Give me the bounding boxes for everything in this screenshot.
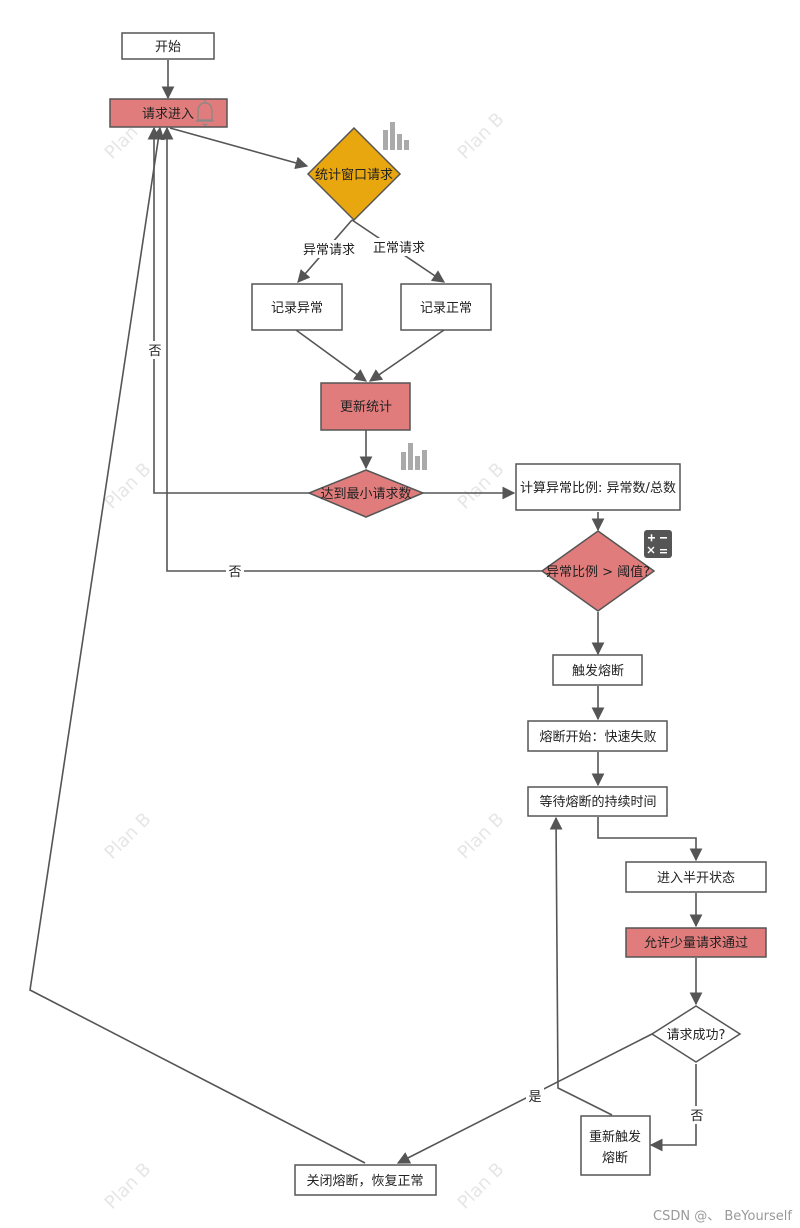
node-retrigger: 重新触发 熔断	[580, 1115, 651, 1176]
node-calc-ratio: 计算异常比例: 异常数/总数	[515, 463, 681, 511]
edge-success-no	[649, 1064, 697, 1152]
node-close-break: 关闭熔断，恢复正常	[294, 1164, 437, 1196]
edge-error-to-update	[295, 329, 368, 382]
edge-label-no: 否	[690, 1109, 703, 1124]
edge-label-no: 否	[148, 344, 161, 359]
edge-labels: 异常请求 正常请求 否 否 否 是	[147, 238, 706, 1124]
node-request-success: 请求成功?	[650, 1005, 742, 1063]
node-break-start-label: 熔断开始：快速失败	[539, 730, 656, 745]
node-min-requests-label: 达到最小请求数	[320, 487, 411, 502]
node-close-break-label: 关闭熔断，恢复正常	[306, 1174, 423, 1189]
node-half-open: 进入半开状态	[625, 861, 767, 893]
edge-success-yes	[396, 1033, 653, 1164]
nodes: 开始 请求进入 统计窗口请求 记录异常	[109, 32, 767, 1196]
bar-chart-icon	[401, 443, 427, 470]
node-start-label: 开始	[155, 40, 181, 55]
node-half-open-label: 进入半开状态	[657, 871, 735, 886]
watermark: Plan B	[454, 1159, 509, 1214]
edge-close-to-request	[29, 126, 366, 1164]
calculator-icon	[644, 530, 672, 558]
node-start: 开始	[121, 32, 215, 60]
node-update-stats: 更新统计	[320, 382, 411, 431]
node-min-requests: 达到最小请求数	[307, 469, 425, 518]
node-retrigger-label-1: 重新触发	[589, 1129, 641, 1145]
edges	[29, 60, 703, 1164]
node-record-normal: 记录正常	[400, 283, 492, 331]
watermark: Plan B	[101, 809, 156, 864]
node-wait-duration: 等待熔断的持续时间	[527, 786, 668, 817]
node-trigger-break-label: 触发熔断	[572, 663, 624, 679]
node-wait-duration-label: 等待熔断的持续时间	[539, 794, 656, 810]
edge-wait-to-half	[597, 817, 703, 862]
node-allow-few-label: 允许少量请求通过	[644, 935, 748, 951]
node-record-error-label: 记录异常	[271, 301, 323, 316]
bar-chart-icon	[383, 122, 409, 150]
node-allow-few: 允许少量请求通过	[625, 927, 767, 958]
node-count-window-label: 统计窗口请求	[315, 167, 393, 183]
node-request-success-label: 请求成功?	[667, 1028, 726, 1043]
edge-retrigger-to-wait	[549, 816, 613, 1116]
footer-credit: CSDN @、 BeYourself	[653, 1209, 792, 1224]
edge-label-normal: 正常请求	[373, 241, 425, 256]
node-record-error: 记录异常	[251, 283, 343, 331]
node-record-normal-label: 记录正常	[420, 301, 472, 316]
node-request-in: 请求进入	[109, 98, 228, 128]
edge-label-no: 否	[228, 565, 241, 580]
node-break-start: 熔断开始：快速失败	[527, 720, 668, 752]
watermark: Plan B	[454, 459, 509, 514]
node-update-stats-label: 更新统计	[340, 399, 392, 415]
node-ratio-threshold-label: 异常比例 > 阈值?	[546, 564, 650, 580]
node-ratio-threshold: 异常比例 > 阈值?	[540, 530, 656, 612]
watermark: Plan B	[101, 1159, 156, 1214]
node-trigger-break: 触发熔断	[552, 654, 643, 686]
edge-label-yes: 是	[528, 1090, 541, 1105]
node-calc-ratio-label: 计算异常比例: 异常数/总数	[520, 481, 676, 496]
watermark: Plan B	[454, 809, 509, 864]
edge-normal-to-update	[368, 329, 445, 382]
bell-icon	[196, 100, 214, 126]
edge-request-to-count	[169, 127, 309, 170]
watermark: Plan B	[454, 109, 509, 164]
edge-ratio-no-loop	[160, 126, 542, 572]
node-retrigger-label-2: 熔断	[602, 1151, 628, 1166]
node-count-window: 统计窗口请求	[306, 126, 402, 222]
edge-label-abnormal: 异常请求	[303, 243, 355, 258]
edge-min-no-loop	[147, 126, 310, 494]
node-request-in-label: 请求进入	[142, 107, 194, 122]
